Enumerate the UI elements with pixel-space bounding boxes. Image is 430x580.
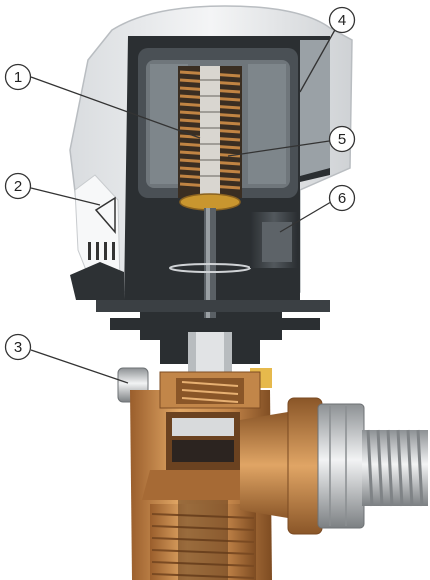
callout-5-label: 5 xyxy=(338,131,346,148)
callout-3-label: 3 xyxy=(14,339,22,356)
callout-1: 1 xyxy=(4,63,32,91)
callout-4-label: 4 xyxy=(338,12,346,29)
leader-line-4 xyxy=(299,27,337,93)
callout-1-label: 1 xyxy=(14,69,22,86)
callout-2: 2 xyxy=(4,172,32,200)
callout-3: 3 xyxy=(4,333,32,361)
side-outlet xyxy=(240,397,428,535)
leader-line-5 xyxy=(227,139,337,157)
callout-lines xyxy=(30,27,337,384)
callout-6: 6 xyxy=(328,184,356,212)
leader-line-2 xyxy=(30,187,101,206)
valve-mount xyxy=(70,212,330,376)
callout-4: 4 xyxy=(328,6,356,34)
valve-body-brass xyxy=(130,371,272,580)
callout-5: 5 xyxy=(328,125,356,153)
callout-2-label: 2 xyxy=(14,178,22,195)
leader-line-6 xyxy=(279,198,337,233)
callout-6-label: 6 xyxy=(338,190,346,207)
spring-bellows xyxy=(178,66,242,211)
leader-line-3 xyxy=(30,349,129,384)
leader-line-1 xyxy=(30,76,201,139)
